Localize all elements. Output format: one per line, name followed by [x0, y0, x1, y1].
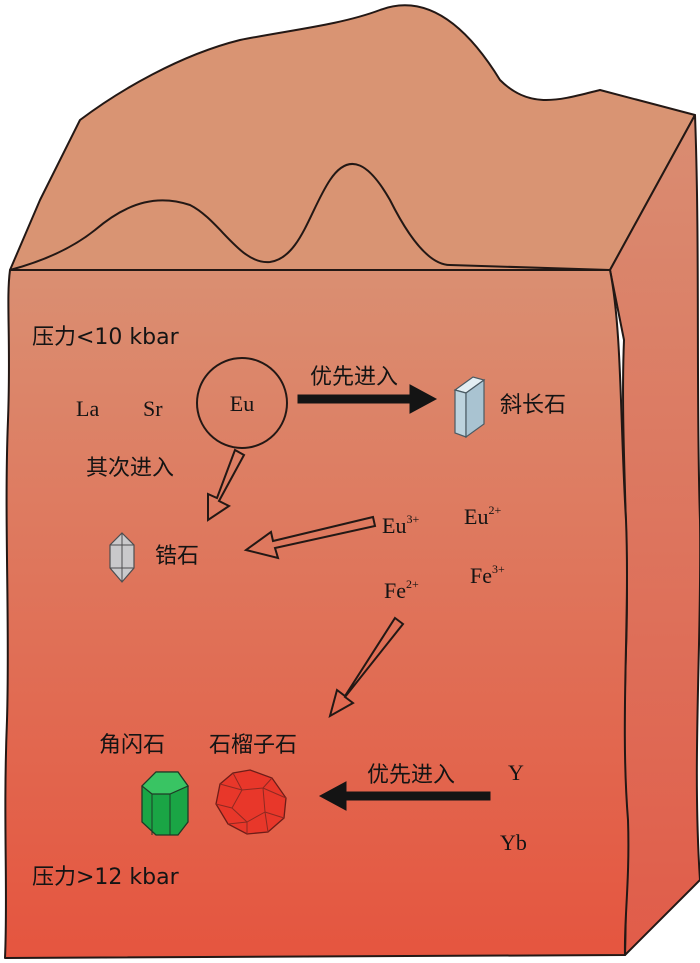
garnet-label: 石榴子石: [209, 733, 297, 758]
amphibole-label: 角闪石: [99, 733, 165, 758]
fe2-label: Fe2+: [384, 577, 419, 603]
low-pressure-label: 压力<10 kbar: [32, 325, 180, 350]
plagioclase-crystal-icon: [453, 376, 486, 439]
arrow-eu3-to-zircon: [243, 515, 377, 560]
eu-circle: [196, 357, 288, 449]
yb-label: Yb: [500, 830, 527, 855]
arrow-to-zircon: [207, 448, 246, 522]
amphibole-crystal-icon: [141, 771, 189, 836]
plagioclase-label: 斜长石: [500, 393, 566, 418]
ridge-line: [9, 162, 611, 271]
y-label: Y: [508, 760, 524, 785]
preferential-entry-label-bottom: 优先进入: [367, 763, 455, 788]
secondary-entry-label: 其次进入: [86, 456, 174, 481]
eu3-label: Eu3+: [382, 512, 419, 538]
sr-label: Sr: [143, 396, 163, 421]
garnet-crystal-icon: [215, 769, 287, 835]
zircon-crystal-icon: [109, 532, 135, 583]
arrow-fe2-to-garnet: [328, 616, 405, 719]
la-label: La: [76, 396, 99, 421]
preferential-entry-label-top: 优先进入: [310, 365, 398, 390]
zircon-label: 锆石: [155, 544, 199, 569]
top-face: [9, 4, 696, 271]
high-pressure-label: 压力>12 kbar: [32, 865, 180, 890]
eu-label: Eu: [230, 391, 254, 416]
eu2-label: Eu2+: [464, 503, 501, 529]
fe3-label: Fe3+: [470, 562, 505, 588]
arrow-to-plagioclase: [297, 384, 438, 414]
arrow-y-to-garnet: [318, 781, 491, 811]
